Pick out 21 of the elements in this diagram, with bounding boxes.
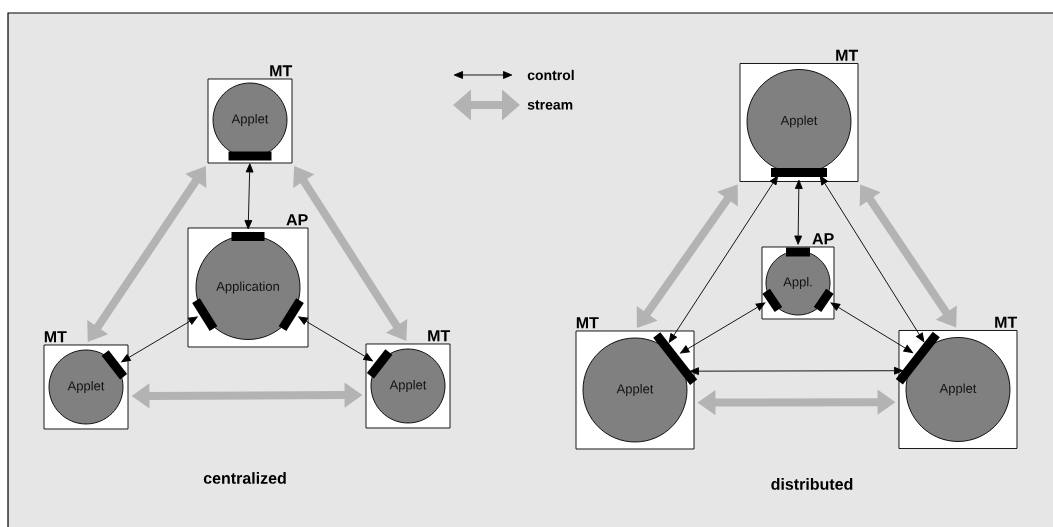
control-arrow — [689, 366, 904, 376]
control-arrow — [668, 175, 779, 343]
legend-label: control — [527, 69, 574, 81]
control-arrow — [680, 302, 766, 354]
control-arrow — [298, 316, 373, 362]
legend-label: stream — [527, 100, 573, 110]
node-label: MT — [428, 330, 451, 342]
caption-label: distributed — [771, 478, 853, 490]
node-label: AP — [812, 233, 834, 245]
node-label: AP — [286, 214, 308, 226]
control-arrow — [121, 316, 198, 363]
control-arrow — [830, 302, 913, 353]
node-label: MT — [576, 317, 599, 329]
node-label: MT — [836, 49, 859, 61]
node-label: MT — [270, 65, 293, 77]
caption-label: centralized — [203, 472, 286, 484]
control-arrow — [794, 179, 803, 245]
node-label: MT — [995, 316, 1018, 328]
control-arrow — [819, 175, 925, 343]
node-label: MT — [44, 331, 67, 343]
control-arrow — [244, 163, 254, 230]
